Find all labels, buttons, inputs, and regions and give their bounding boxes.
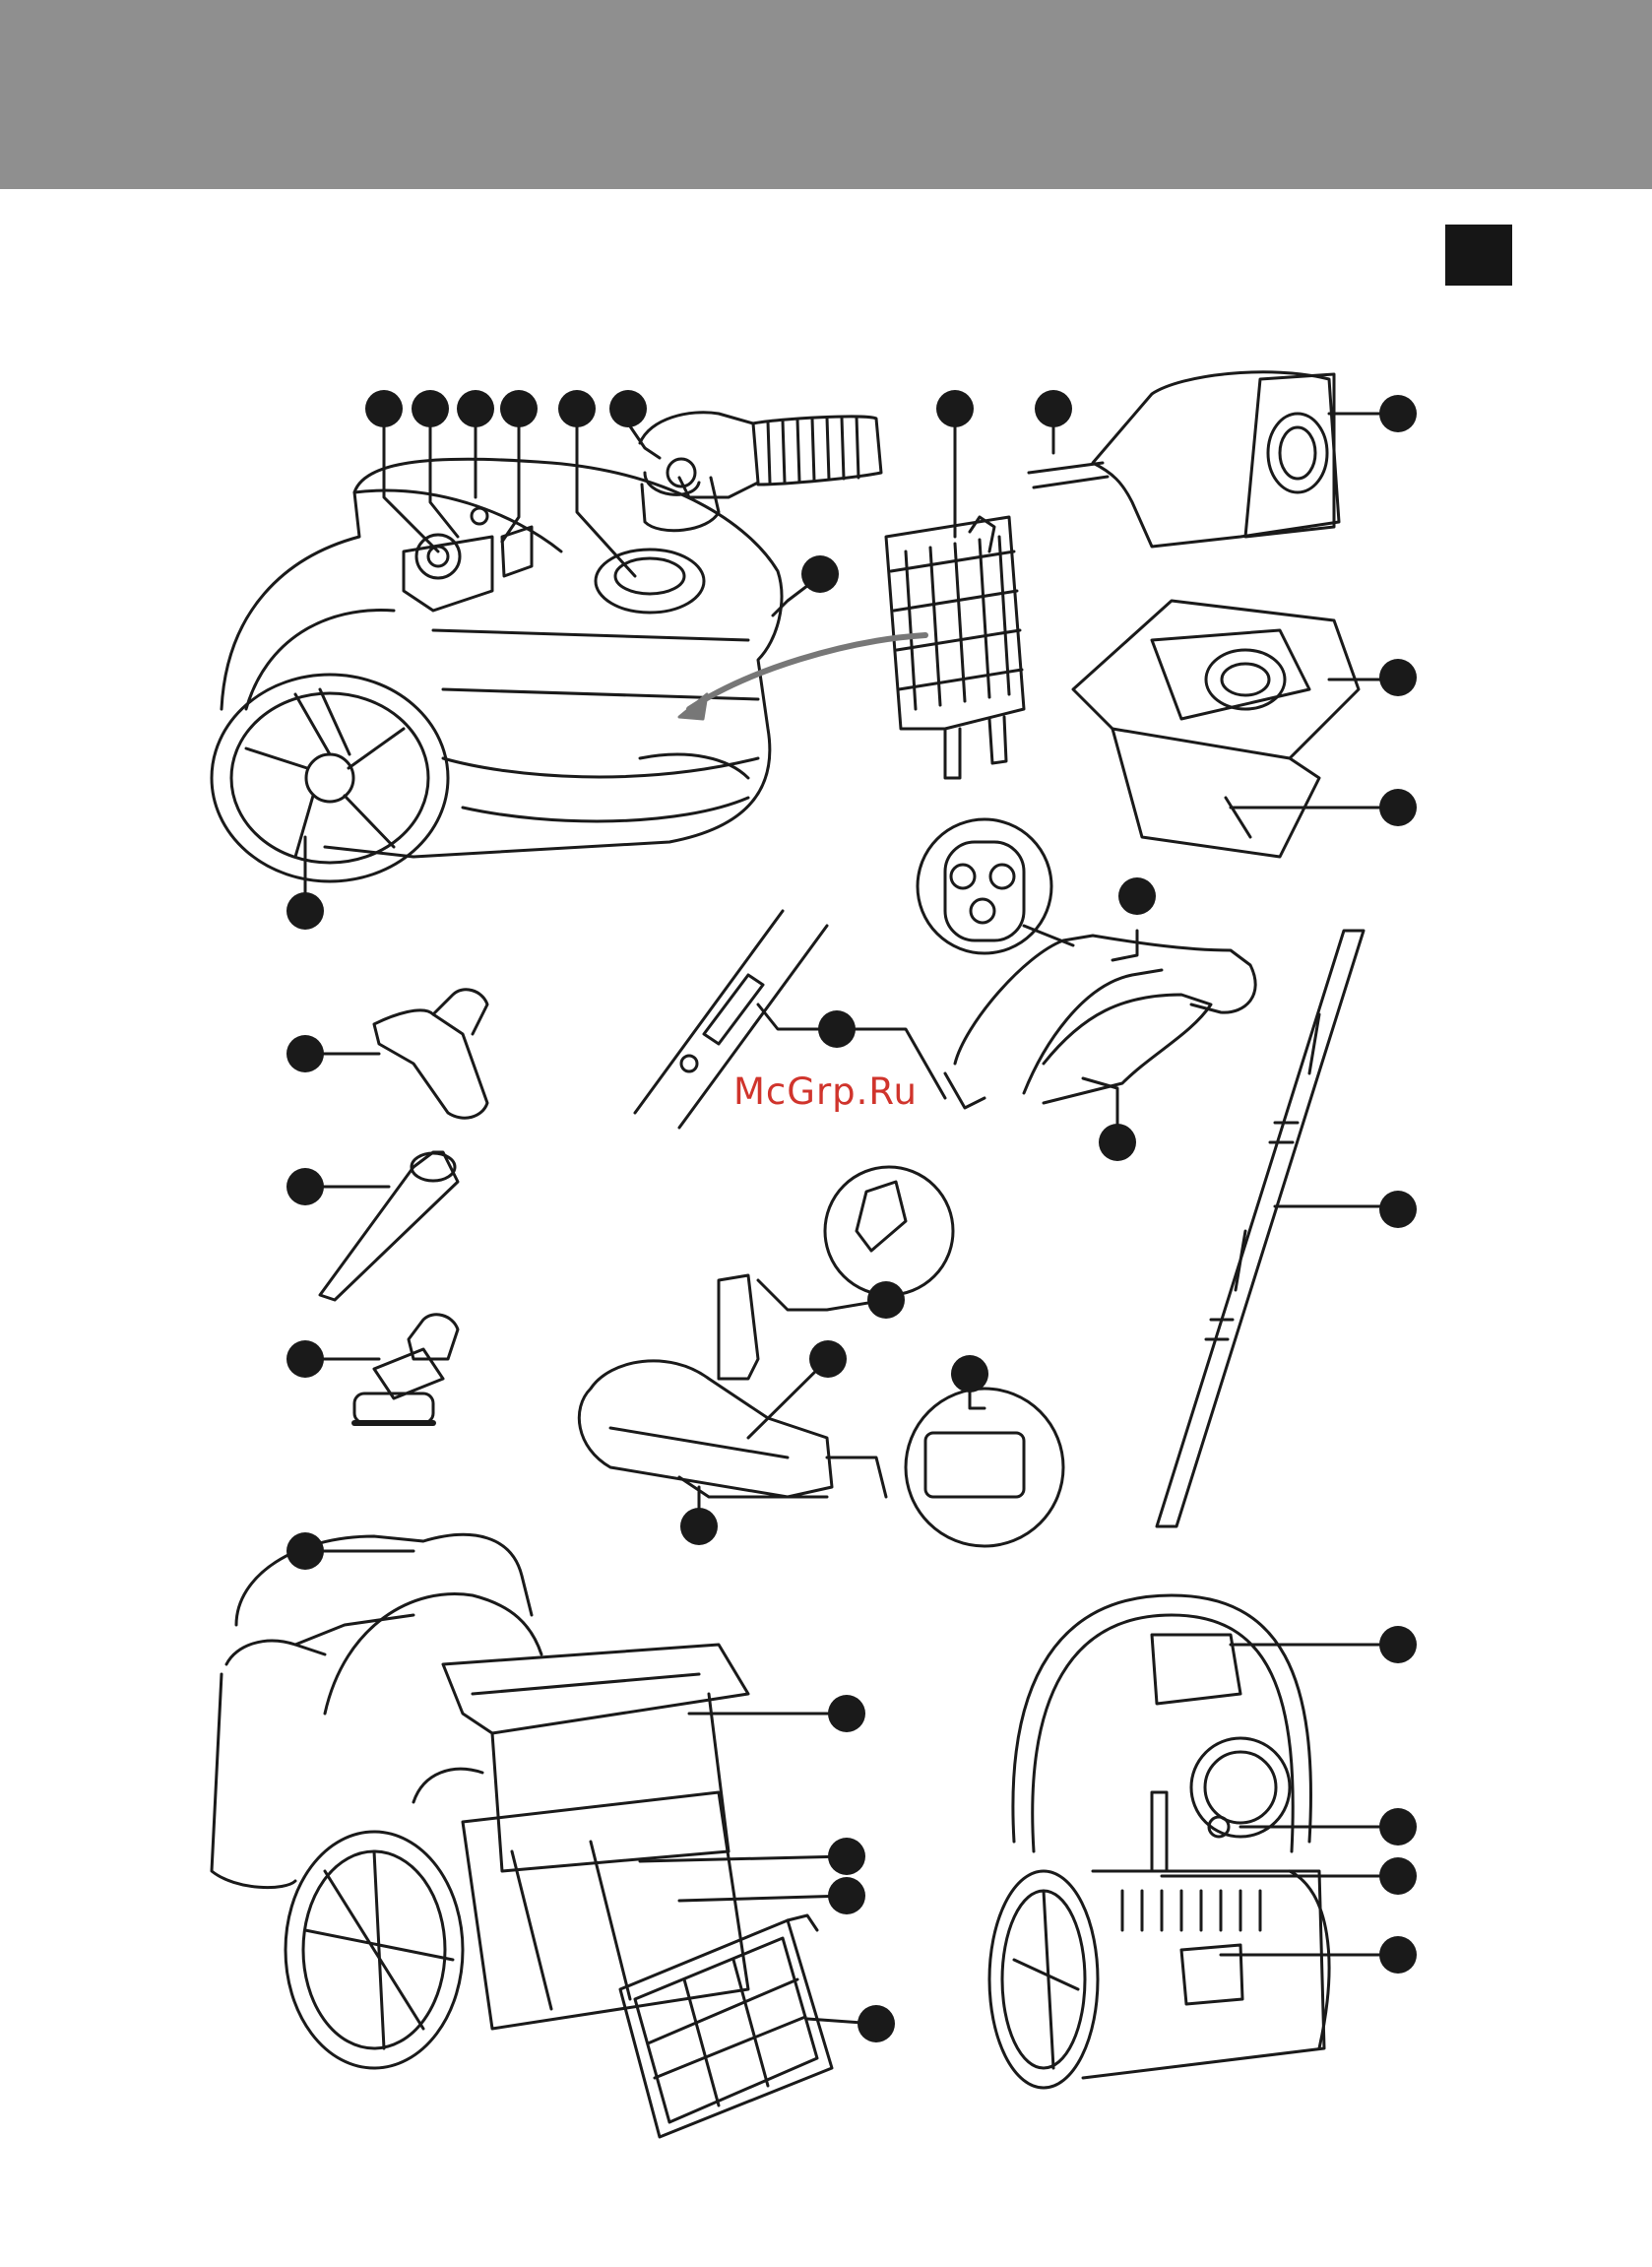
dust-bag (1029, 372, 1339, 547)
callout-lines (305, 414, 1398, 2024)
exhaust-filter (620, 1915, 832, 2137)
handle-with-controls (918, 819, 1255, 1108)
vacuum-cleaner-rear (212, 1534, 748, 2068)
callout-markers (286, 390, 1417, 2042)
hose-swivel-connector (640, 413, 881, 531)
bag-holder (886, 517, 1024, 778)
telescopic-tube (1157, 931, 1364, 1526)
dusting-brush (354, 1315, 458, 1423)
crevice-tool (320, 1152, 458, 1300)
vacuum-cleaner-upright (989, 1595, 1329, 2088)
bag-compartment (1073, 601, 1359, 857)
watermark-text: McGrp.Ru (733, 1070, 918, 1113)
small-nozzle (374, 990, 487, 1118)
vacuum-cleaner-front (212, 459, 782, 881)
